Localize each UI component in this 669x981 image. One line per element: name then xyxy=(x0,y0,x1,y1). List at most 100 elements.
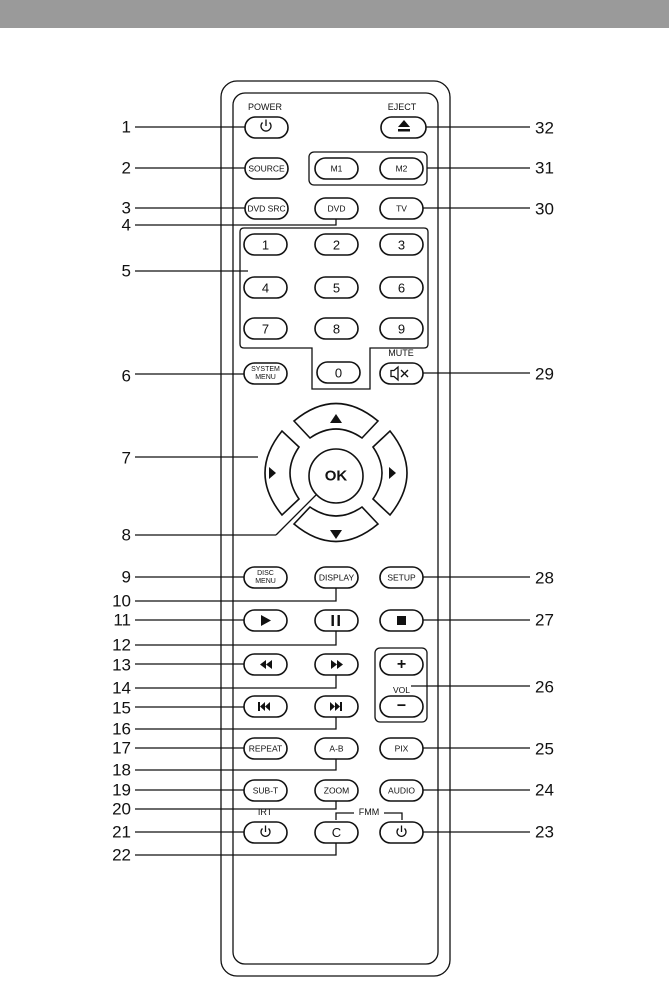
tv-button-label: TV xyxy=(396,204,407,214)
previous-button[interactable] xyxy=(244,696,287,717)
audio-button[interactable]: AUDIO xyxy=(380,780,423,801)
dpad-up-button[interactable] xyxy=(294,404,378,439)
callout-25: 25 xyxy=(535,740,554,759)
callout-2: 2 xyxy=(122,159,131,178)
dpad-right-button[interactable] xyxy=(373,431,407,515)
dpad-left-button[interactable] xyxy=(265,431,299,515)
callout-5: 5 xyxy=(122,262,131,281)
digit-9-button[interactable]: 9 xyxy=(380,318,423,339)
callout-12: 12 xyxy=(112,636,131,655)
dpad-down-button[interactable] xyxy=(294,507,378,542)
callout-6: 6 xyxy=(122,367,131,386)
digit-3-label: 3 xyxy=(398,238,405,253)
ab-button[interactable]: A-B xyxy=(315,738,358,759)
callout-13: 13 xyxy=(112,656,131,675)
callout-11: 11 xyxy=(113,611,131,630)
system-menu-button[interactable]: SYSTEM MENU xyxy=(244,363,287,384)
power-button[interactable] xyxy=(245,117,288,138)
stop-button[interactable] xyxy=(380,610,423,631)
ok-button[interactable]: OK xyxy=(309,449,363,503)
volume-up-button[interactable]: + xyxy=(380,654,423,675)
digit-1-label: 1 xyxy=(262,238,269,253)
next-button[interactable] xyxy=(315,696,358,717)
power-label: POWER xyxy=(248,102,283,112)
callout-32: 32 xyxy=(535,119,554,138)
callout-4: 4 xyxy=(122,216,131,235)
stop-icon xyxy=(397,616,406,625)
digit-7-label: 7 xyxy=(262,322,269,337)
callout-28: 28 xyxy=(535,569,554,588)
callout-14: 14 xyxy=(112,679,131,698)
m1-button[interactable]: M1 xyxy=(315,158,358,179)
volume-label: VOL xyxy=(393,685,410,695)
zoom-button[interactable]: ZOOM xyxy=(315,780,358,801)
callout-24: 24 xyxy=(535,781,554,800)
left-callout-lines xyxy=(135,127,336,855)
display-button[interactable]: DISPLAY xyxy=(315,567,358,588)
subtitle-button-label: SUB-T xyxy=(253,786,279,796)
irt-power-button[interactable] xyxy=(244,822,287,843)
fmm-power-button[interactable] xyxy=(380,822,423,843)
pix-button[interactable]: PIX xyxy=(380,738,423,759)
left-callout-numbers: 1 2 3 4 5 6 7 8 9 10 11 12 13 14 15 16 1… xyxy=(112,118,131,865)
callout-19: 19 xyxy=(112,781,131,800)
system-menu-label-line2: MENU xyxy=(255,374,276,381)
callout-31: 31 xyxy=(535,159,554,178)
callout-29: 29 xyxy=(535,365,554,384)
digit-3-button[interactable]: 3 xyxy=(380,234,423,255)
pause-button[interactable] xyxy=(315,610,358,631)
setup-button[interactable]: SETUP xyxy=(380,567,423,588)
callout-26: 26 xyxy=(535,678,554,697)
callout-17: 17 xyxy=(112,739,131,758)
callout-30: 30 xyxy=(535,200,554,219)
digit-4-button[interactable]: 4 xyxy=(244,277,287,298)
m2-button-label: M2 xyxy=(396,164,408,174)
subtitle-button[interactable]: SUB-T xyxy=(244,780,287,801)
digit-8-button[interactable]: 8 xyxy=(315,318,358,339)
volume-down-button[interactable]: − xyxy=(380,696,423,717)
digit-6-button[interactable]: 6 xyxy=(380,277,423,298)
digit-2-button[interactable]: 2 xyxy=(315,234,358,255)
digit-7-button[interactable]: 7 xyxy=(244,318,287,339)
digit-8-label: 8 xyxy=(333,322,340,337)
callout-16: 16 xyxy=(112,720,131,739)
setup-button-label: SETUP xyxy=(387,573,416,583)
callout-10: 10 xyxy=(112,592,131,611)
volume-down-label: − xyxy=(397,698,406,715)
rewind-button[interactable] xyxy=(244,654,287,675)
ok-button-label: OK xyxy=(325,468,348,485)
callout-7: 7 xyxy=(122,449,131,468)
right-callout-numbers: 32 31 30 29 28 27 26 25 24 23 xyxy=(535,119,554,842)
fmm-c-button[interactable]: C xyxy=(315,822,358,843)
dvd-src-button-label: DVD SRC xyxy=(247,204,285,214)
dvd-button-label: DVD xyxy=(328,204,346,214)
source-button-label: SOURCE xyxy=(248,164,285,174)
dvd-src-button[interactable]: DVD SRC xyxy=(245,198,288,219)
fast-forward-button[interactable] xyxy=(315,654,358,675)
play-button[interactable] xyxy=(244,610,287,631)
digit-4-label: 4 xyxy=(262,281,269,296)
audio-button-label: AUDIO xyxy=(388,786,415,796)
digit-0-label: 0 xyxy=(335,366,342,381)
repeat-button[interactable]: REPEAT xyxy=(244,738,287,759)
system-menu-label-line1: SYSTEM xyxy=(251,366,280,373)
disc-menu-label-line1: DISC xyxy=(257,570,274,577)
source-button[interactable]: SOURCE xyxy=(245,158,288,179)
digit-9-label: 9 xyxy=(398,322,405,337)
m2-button[interactable]: M2 xyxy=(380,158,423,179)
ab-button-label: A-B xyxy=(329,744,344,754)
callout-18: 18 xyxy=(112,761,131,780)
dvd-button[interactable]: DVD xyxy=(315,198,358,219)
digit-1-button[interactable]: 1 xyxy=(244,234,287,255)
disc-menu-button[interactable]: DISC MENU xyxy=(244,567,287,588)
callout-15: 15 xyxy=(112,699,131,718)
digit-5-button[interactable]: 5 xyxy=(315,277,358,298)
callout-20: 20 xyxy=(112,800,131,819)
eject-button[interactable] xyxy=(381,117,426,138)
display-button-label: DISPLAY xyxy=(319,573,355,583)
tv-button[interactable]: TV xyxy=(380,198,423,219)
mute-button[interactable] xyxy=(380,363,423,384)
digit-0-button[interactable]: 0 xyxy=(317,362,360,383)
callout-22: 22 xyxy=(112,846,131,865)
